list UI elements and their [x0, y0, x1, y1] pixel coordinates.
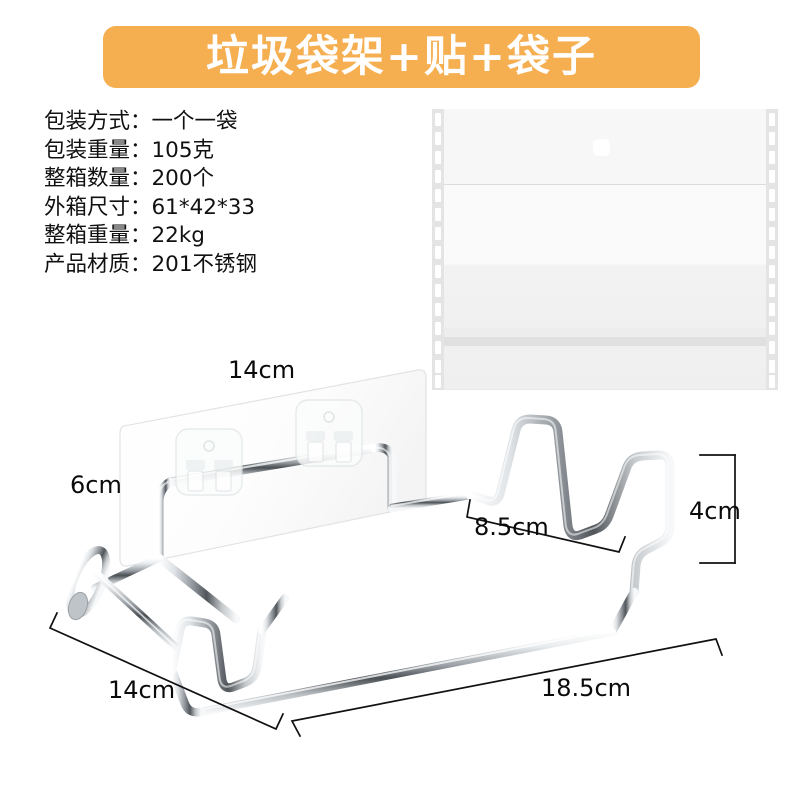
- dimension-label-panel-width: 14cm: [228, 356, 296, 384]
- title-banner: 垃圾袋架+贴+袋子: [103, 26, 700, 88]
- spec-row-packaging-weight: 包装重量：105克: [44, 137, 215, 163]
- bag-perforated-edge-right: [766, 109, 778, 390]
- plastic-bag-illustration: [430, 109, 780, 390]
- dimension-label-rack-width: 18.5cm: [541, 674, 632, 702]
- clip-group: [175, 399, 363, 496]
- spec-row-packaging-method: 包装方式：一个一袋: [44, 109, 238, 134]
- spec-row-carton-quantity: 整箱数量：200个: [44, 166, 215, 191]
- specification-list: 包装方式：一个一袋 包装重量：105克 整箱数量：200个 外箱尺寸：61*42…: [44, 108, 374, 279]
- dimension-label-rack-depth: 14cm: [108, 676, 176, 704]
- bag-perforated-edge-left: [432, 109, 444, 390]
- bag-lower-band: [440, 337, 770, 346]
- spec-row-carton-weight: 整箱重量：22kg: [44, 223, 205, 248]
- dimension-label-grip-span: 8.5cm: [474, 513, 549, 541]
- bag-lower-band-light: [440, 328, 770, 337]
- dimension-label-panel-height: 6cm: [70, 471, 122, 499]
- bag-hang-hole-icon: [593, 139, 610, 156]
- banner-title: 垃圾袋架+贴+袋子: [205, 31, 598, 82]
- spec-row-material: 产品材质：201不锈钢: [44, 251, 258, 277]
- dimension-label-grip-height: 4cm: [689, 497, 741, 525]
- spec-row-carton-size: 外箱尺寸：61*42*33: [44, 194, 256, 220]
